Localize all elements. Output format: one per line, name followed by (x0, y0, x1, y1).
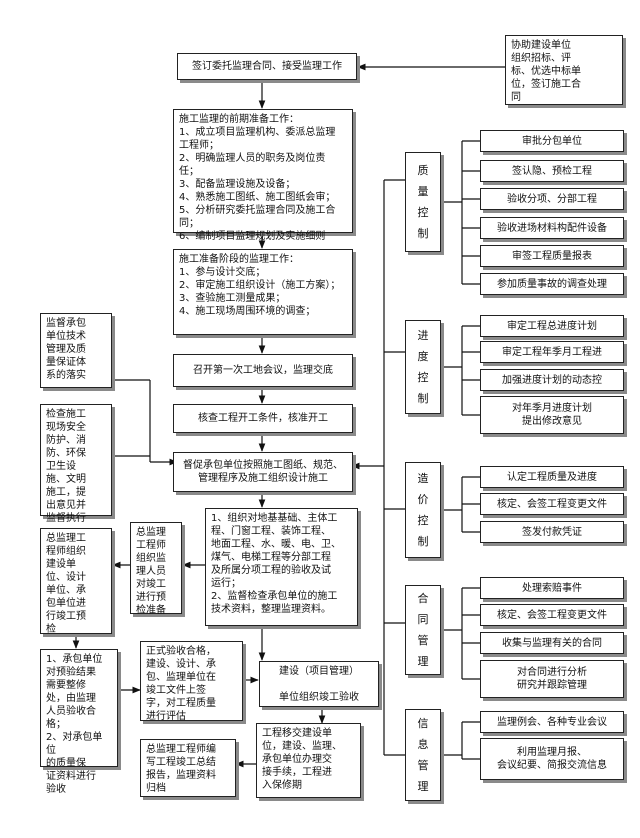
formal-acceptance-text: 正式验收合格， 建设、设计、承 包、监理单位在 竣工文件上签 字，对工程质量 进… (146, 646, 216, 722)
chief-organize-precheck-box: 总监理工 程师组织 建设单 位、设计 单位、承 包单位进 行竣工预 检 (40, 528, 112, 635)
control-item-text: 处理索赔事件 (522, 582, 582, 594)
owner-acceptance-box: 建设（项目管理） 单位组织竣工验收 (259, 661, 379, 707)
supervise-construction-box: 督促承包单位按照施工图纸、规范、 管理程序及施工组织设计施工 (173, 452, 353, 492)
control-item-text: 审签工程质量报表 (512, 250, 592, 262)
control-item-text: 参加质量事故的调查处理 (497, 278, 607, 290)
control-item-text: 审定工程总进度计划 (507, 320, 597, 332)
control-item: 对年季月进度计划 提出修改意见 (480, 396, 624, 434)
control-item: 验收分项、分部工程 (480, 188, 624, 210)
sign-contract-box: 签订委托监理合同、接受监理工作 (177, 53, 357, 80)
owner-acceptance-text: 建设（项目管理） 单位组织竣工验收 (279, 665, 359, 703)
control-item: 验收进场材料构配件设备 (480, 217, 624, 239)
quality-control-title: 质 量 控 制 (417, 164, 429, 240)
control-item: 参加质量事故的调查处理 (480, 273, 624, 295)
assist-bidding-text: 协助建设单位 组织招标、评 标、优选中标单 位，签订施工合 同 (511, 40, 581, 103)
schedule-control-box: 进 度 控 制 (405, 320, 441, 414)
assist-bidding-box: 协助建设单位 组织招标、评 标、优选中标单 位，签订施工合 同 (505, 35, 623, 105)
control-item: 对合同进行分析 研究并跟踪管理 (480, 660, 624, 698)
final-summary-text: 总监理工程师编 写工程竣工总结 报告，监理资料 归档 (146, 744, 216, 794)
site-safety-box: 检查施工 现场安全 防护、消 防、环保 卫生设 施、文明 施工，提 出意见并 监… (40, 404, 112, 524)
information-management-box: 信 息 管 理 (405, 709, 441, 801)
chief-organize-precheck-text: 总监理工 程师组织 建设单 位、设计 单位、承 包单位进 行竣工预 检 (46, 533, 86, 635)
chief-prepare-precheck-text: 总监理 工程师 组织监 理人员 对竣工 进行预 检准备 (136, 527, 166, 616)
control-item: 审批分包单位 (480, 130, 624, 152)
supervise-construction-text: 督促承包单位按照施工图纸、规范、 管理程序及施工组织设计施工 (183, 460, 343, 484)
control-item-text: 对年季月进度计划 提出修改意见 (512, 403, 592, 427)
control-item: 签发付款凭证 (480, 521, 624, 543)
control-item-text: 核定、会签工程变更文件 (497, 498, 607, 510)
control-item: 利用监理月报、 会议纪要、简报交流信息 (480, 738, 624, 780)
control-item-text: 利用监理月报、 会议纪要、简报交流信息 (497, 747, 607, 771)
control-item: 加强进度计划的动态控 (480, 369, 624, 391)
control-item: 核定、会签工程变更文件 (480, 604, 624, 626)
acceptance-text: 1、组织对地基基础、主体工 程、门窗工程、装饰工程、 地面工程、水、暖、电、卫、… (211, 513, 341, 615)
quality-system-text: 监督承包 单位技术 管理及质 量保证体 系的落实 (46, 318, 86, 381)
control-item-text: 签发付款凭证 (522, 526, 582, 538)
final-summary-box: 总监理工程师编 写工程竣工总结 报告，监理资料 归档 (140, 739, 236, 797)
control-item-text: 签认隐、预检工程 (512, 165, 592, 177)
check-start-text: 核查工程开工条件，核准开工 (198, 413, 328, 424)
preparation-box: 施工监理的前期准备工作： 1、成立项目监理机构、委派总监理 工程师； 2、明确监… (173, 109, 353, 242)
handover-box: 工程移交建设单 位，建设、监理、 承包单位办理交 接手续，工程进 入保修期 (256, 723, 361, 798)
preparation-text: 施工监理的前期准备工作： 1、成立项目监理机构、委派总监理 工程师； 2、明确监… (179, 114, 336, 242)
construction-prep-box: 施工准备阶段的监理工作： 1、参与设计交底； 2、审定施工组织设计（施工方案）；… (173, 249, 353, 335)
rectification-text: 1、承包单位 对预验结果 需要整修 处，由监理 人员验收合 格； 2、对承包单位… (46, 654, 103, 795)
construction-prep-text: 施工准备阶段的监理工作： 1、参与设计交底； 2、审定施工组织设计（施工方案）；… (179, 254, 341, 317)
control-item-text: 收集与监理有关的合同 (502, 637, 602, 649)
first-meeting-box: 召开第一次工地会议，监理交底 (173, 354, 353, 387)
control-item-text: 对合同进行分析 研究并跟踪管理 (517, 667, 587, 691)
control-item: 收集与监理有关的合同 (480, 632, 624, 654)
handover-text: 工程移交建设单 位，建设、监理、 承包单位办理交 接手续，工程进 入保修期 (262, 728, 342, 791)
control-item-text: 加强进度计划的动态控 (502, 374, 602, 386)
control-item-text: 审定工程年季月工程进 (502, 346, 602, 358)
control-item: 签认隐、预检工程 (480, 160, 624, 182)
contract-management-box: 合 同 管 理 (405, 585, 441, 675)
control-item-text: 验收进场材料构配件设备 (497, 222, 607, 234)
cost-control-box: 造 价 控 制 (405, 462, 441, 558)
information-management-title: 信 息 管 理 (417, 717, 429, 793)
cost-control-title: 造 价 控 制 (417, 472, 429, 548)
chief-prepare-precheck-box: 总监理 工程师 组织监 理人员 对竣工 进行预 检准备 (130, 522, 182, 616)
control-item-text: 监理例会、各种专业会议 (497, 716, 607, 728)
site-safety-text: 检查施工 现场安全 防护、消 防、环保 卫生设 施、文明 施工，提 出意见并 监… (46, 409, 86, 524)
quality-control-box: 质 量 控 制 (405, 152, 441, 252)
schedule-control-title: 进 度 控 制 (417, 329, 429, 405)
quality-system-box: 监督承包 单位技术 管理及质 量保证体 系的落实 (40, 313, 112, 388)
control-item: 认定工程质量及进度 (480, 466, 624, 488)
contract-management-title: 合 同 管 理 (417, 592, 429, 668)
check-start-box: 核查工程开工条件，核准开工 (173, 404, 353, 433)
control-item: 监理例会、各种专业会议 (480, 711, 624, 733)
control-item: 核定、会签工程变更文件 (480, 493, 624, 515)
acceptance-box: 1、组织对地基基础、主体工 程、门窗工程、装饰工程、 地面工程、水、暖、电、卫、… (205, 508, 358, 626)
formal-acceptance-box: 正式验收合格， 建设、设计、承 包、监理单位在 竣工文件上签 字，对工程质量 进… (140, 641, 243, 722)
control-item-text: 验收分项、分部工程 (507, 193, 597, 205)
sign-contract-text: 签订委托监理合同、接受监理工作 (192, 61, 342, 72)
control-item: 审签工程质量报表 (480, 245, 624, 267)
control-item: 处理索赔事件 (480, 577, 624, 599)
control-item-text: 核定、会签工程变更文件 (497, 609, 607, 621)
first-meeting-text: 召开第一次工地会议，监理交底 (193, 365, 333, 376)
control-item: 审定工程总进度计划 (480, 315, 624, 337)
control-item-text: 审批分包单位 (522, 135, 582, 147)
control-item: 审定工程年季月工程进 (480, 341, 624, 363)
control-item-text: 认定工程质量及进度 (507, 471, 597, 483)
rectification-box: 1、承包单位 对预验结果 需要整修 处，由监理 人员验收合 格； 2、对承包单位… (40, 649, 118, 795)
